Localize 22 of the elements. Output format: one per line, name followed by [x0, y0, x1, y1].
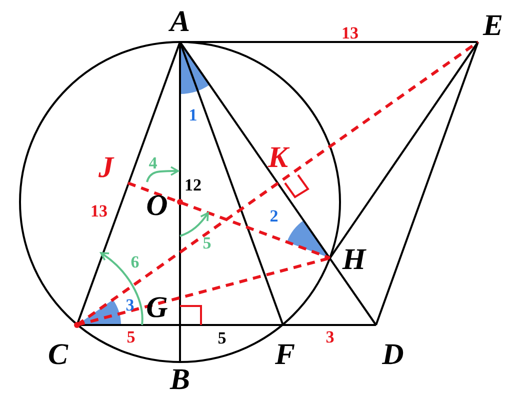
angle-label: 3: [126, 296, 134, 314]
point-label: B: [170, 365, 190, 395]
length-label: 5: [218, 330, 226, 346]
angle-label: 6: [130, 254, 140, 270]
point-label: H: [342, 245, 366, 275]
angle-label: 5: [202, 234, 212, 252]
length-label: 5: [126, 328, 136, 346]
point-label: O: [146, 191, 168, 221]
point-label: D: [382, 340, 404, 370]
angle-label: 2: [270, 208, 278, 224]
length-label: 3: [326, 328, 334, 346]
length-label: 12: [184, 176, 202, 194]
length-label: 13: [342, 24, 358, 42]
point-label: F: [275, 340, 295, 370]
point-label: J: [98, 153, 114, 183]
point-label: C: [48, 340, 68, 370]
point-label: E: [483, 11, 503, 41]
angle-label: 1: [188, 106, 198, 124]
length-label: 13: [90, 202, 108, 220]
point-label: K: [268, 143, 288, 173]
angle-label: 4: [148, 154, 158, 172]
point-label: A: [170, 7, 190, 37]
